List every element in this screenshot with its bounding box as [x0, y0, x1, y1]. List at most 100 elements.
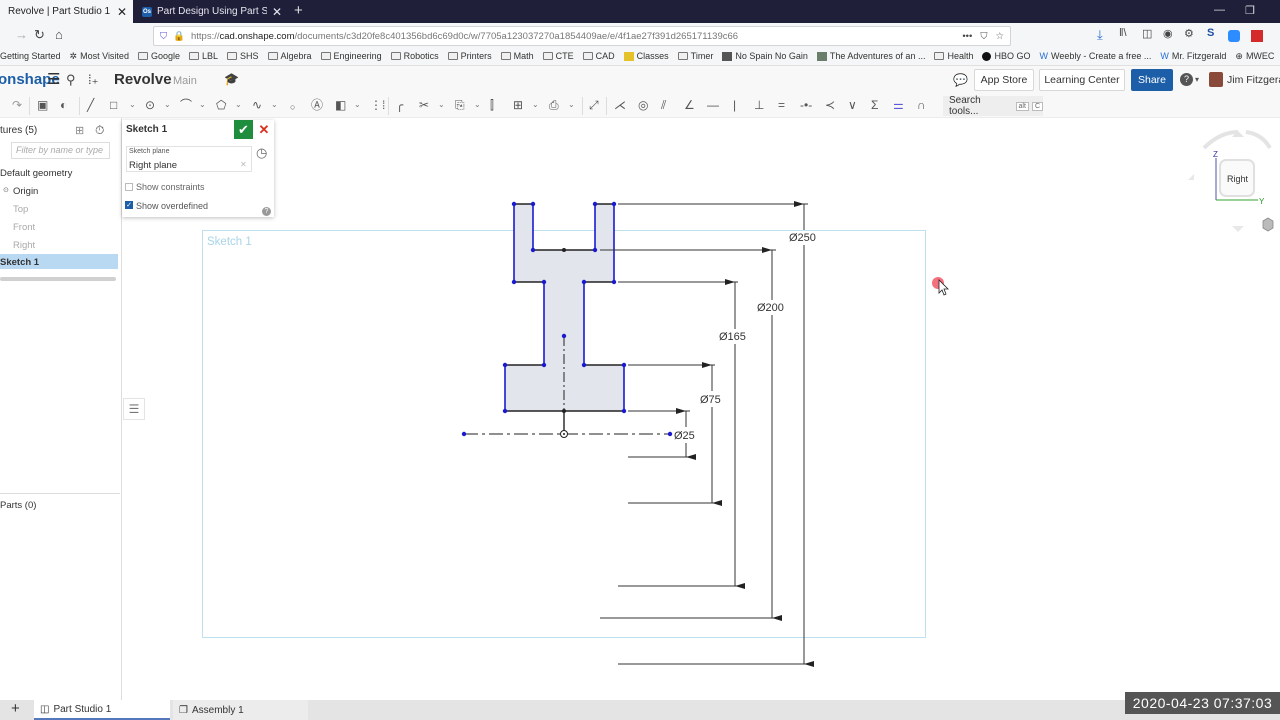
download-icon[interactable]: ⤓ [1097, 27, 1103, 42]
browser-tab-part-design[interactable]: Os Part Design Using Part Studios ✕ [134, 0, 288, 23]
sidebar-icon[interactable]: ◫ [1142, 28, 1153, 40]
vertical-icon[interactable]: | [733, 98, 737, 112]
bookmark-google[interactable]: Google [137, 51, 180, 61]
bookmark-robotics[interactable]: Robotics [390, 51, 439, 61]
dimension-25[interactable]: Ø25 [674, 430, 695, 442]
bookmark-classes[interactable]: Classes [623, 51, 669, 61]
show-constraints-checkbox[interactable] [125, 183, 133, 191]
restore-icon[interactable]: ❐ [1245, 5, 1255, 17]
filter-input[interactable]: Filter by name or type [11, 142, 110, 159]
dimension-165[interactable]: Ø165 [719, 331, 746, 343]
bookmark-printers[interactable]: Printers [447, 51, 492, 61]
bookmark-timer[interactable]: Timer [677, 51, 713, 61]
dimension-tool-icon[interactable]: ⤢ [589, 98, 599, 112]
clear-plane-icon[interactable]: ✕ [240, 160, 247, 169]
workspace-branch[interactable]: Main [173, 75, 197, 87]
cancel-button[interactable]: ✕ [258, 121, 270, 137]
sketch-plane-field[interactable] [126, 146, 252, 172]
chevron-down-icon[interactable]: ⌄ [271, 100, 278, 109]
chevron-down-icon[interactable]: ⌄ [568, 100, 575, 109]
horizontal-icon[interactable]: — [707, 98, 719, 112]
feature-list-scrollbar[interactable] [0, 277, 116, 281]
bookmark-health[interactable]: Health [934, 51, 973, 61]
dimension-75[interactable]: Ø75 [700, 394, 721, 406]
bookmark-getting-started[interactable]: Getting Started [0, 51, 61, 61]
chevron-down-icon[interactable]: ⌄ [235, 100, 242, 109]
dimension-200[interactable]: Ø200 [757, 302, 784, 314]
arc-tool-icon[interactable]: ⌒ [180, 98, 193, 112]
minimize-icon[interactable]: — [1214, 4, 1225, 16]
reload-icon[interactable]: ↻ [34, 27, 45, 42]
mirror-tool-icon[interactable]: ⫿ [490, 98, 494, 112]
education-icon[interactable]: 🎓 [224, 72, 239, 86]
text-tool-icon[interactable]: Ⓐ [311, 98, 324, 112]
tree-default-geometry[interactable]: Default geometry [0, 168, 73, 179]
bookmark-shs[interactable]: SHS [227, 51, 259, 61]
page-actions-icon[interactable]: ••• [962, 30, 973, 42]
revolve-icon[interactable]: ◐ [60, 98, 68, 112]
url-bar[interactable]: ⛉ 🔒 https://cad.onshape.com/documents/c3… [153, 26, 1011, 46]
midpoint-icon[interactable]: -•- [800, 98, 813, 112]
coincident-icon[interactable]: ⋌ [614, 98, 626, 112]
symmetric-icon[interactable]: Σ [871, 98, 879, 112]
construction-icon[interactable]: ◧ [335, 98, 347, 112]
show-overdefined-checkbox[interactable]: ✓ [125, 201, 133, 209]
toggle-list-icon[interactable]: ☰ [123, 398, 145, 420]
extension-icon[interactable]: ⚙ [1184, 28, 1194, 40]
dimension-250[interactable]: Ø250 [789, 232, 816, 244]
app-store-button[interactable]: App Store [974, 69, 1034, 91]
home-icon[interactable]: ⌂ [55, 27, 63, 42]
spline-tool-icon[interactable]: ∿ [252, 98, 263, 112]
tree-sketch-1[interactable]: Sketch 1 [0, 257, 40, 268]
normal-icon[interactable]: ≺ [825, 98, 836, 112]
bookmark-star-icon[interactable]: ☆ [995, 30, 1004, 42]
help-icon[interactable]: ? [1180, 73, 1193, 86]
learning-center-button[interactable]: Learning Center [1039, 69, 1125, 91]
share-button[interactable]: Share [1131, 69, 1173, 91]
pierce-icon[interactable]: ∨ [848, 98, 857, 112]
bookmark-mwec[interactable]: ⊕MWEC [1235, 50, 1275, 62]
curvature-icon[interactable]: ∩ [917, 98, 926, 112]
add-tab-button[interactable]: + [11, 700, 20, 717]
zoom-extension-icon[interactable] [1228, 30, 1240, 42]
rollback-timer-icon[interactable]: ⏱ [95, 123, 105, 137]
bookmark-lbl[interactable]: LBL [188, 51, 218, 61]
add-folder-icon[interactable]: ⊞ [75, 125, 85, 137]
chevron-down-icon[interactable]: ⌄ [474, 100, 481, 109]
parallel-icon[interactable]: ⫽ [661, 98, 667, 112]
onshape-logo[interactable]: onshape [0, 71, 60, 88]
hamburger-menu-icon[interactable]: ☰ [47, 71, 61, 88]
tree-origin[interactable]: Origin [13, 186, 39, 197]
sketch-history-icon[interactable]: ◷ [256, 145, 268, 160]
feature-icon[interactable]: ▣ [37, 98, 49, 112]
document-title[interactable]: Revolve [114, 71, 172, 88]
chevron-down-icon[interactable]: ⌄ [354, 100, 361, 109]
bookmark-cte[interactable]: CTE [542, 51, 574, 61]
accept-button[interactable]: ✔ [234, 120, 253, 139]
polygon-tool-icon[interactable]: ⬠ [216, 98, 227, 112]
chevron-down-icon[interactable]: ⌄ [199, 100, 206, 109]
chevron-down-icon[interactable]: ⌄ [129, 100, 136, 109]
rectangle-tool-icon[interactable]: □ [110, 98, 118, 112]
point-tool-icon[interactable]: ○ [290, 102, 296, 112]
redo-icon[interactable]: ↷ [12, 98, 23, 112]
bookmark-adventures[interactable]: The Adventures of an ... [816, 51, 925, 61]
forward-icon[interactable]: → [15, 27, 28, 42]
tree-top-plane[interactable]: Top [13, 204, 29, 215]
bookmark-hbo-go[interactable]: HBO GO [982, 51, 1030, 61]
chevron-down-icon[interactable]: ⌄ [164, 100, 171, 109]
bookmark-algebra[interactable]: Algebra [267, 51, 312, 61]
offset-tool-icon[interactable]: ⎘ [455, 98, 465, 112]
tab-part-studio-1[interactable]: ◫ Part Studio 1 [34, 700, 170, 720]
account-icon[interactable]: ◉ [1163, 28, 1173, 40]
library-icon[interactable]: ‖\ [1119, 27, 1127, 39]
comment-icon[interactable]: 💬 [953, 73, 968, 87]
chevron-down-icon[interactable]: ▾ [1195, 75, 1200, 84]
parts-list-title[interactable]: Parts (0) [0, 500, 37, 511]
bookmark-math[interactable]: Math [500, 51, 534, 61]
chevron-down-icon[interactable]: ⌄ [532, 100, 539, 109]
circle-tool-icon[interactable]: ⊙ [145, 98, 156, 112]
